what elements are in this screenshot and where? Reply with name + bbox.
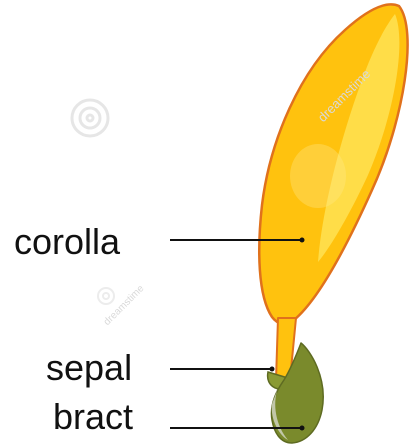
- watermark-logo-icon: [98, 288, 114, 304]
- bract-leader-dot: [300, 426, 305, 431]
- sepal-leader-dot: [270, 367, 275, 372]
- corolla-shape: [259, 4, 407, 323]
- bract-label: bract: [53, 397, 133, 437]
- watermark-logo-icon: [72, 100, 108, 136]
- sepal-label: sepal: [46, 348, 132, 388]
- corolla-leader-dot: [300, 238, 305, 243]
- corolla-label: corolla: [14, 222, 120, 262]
